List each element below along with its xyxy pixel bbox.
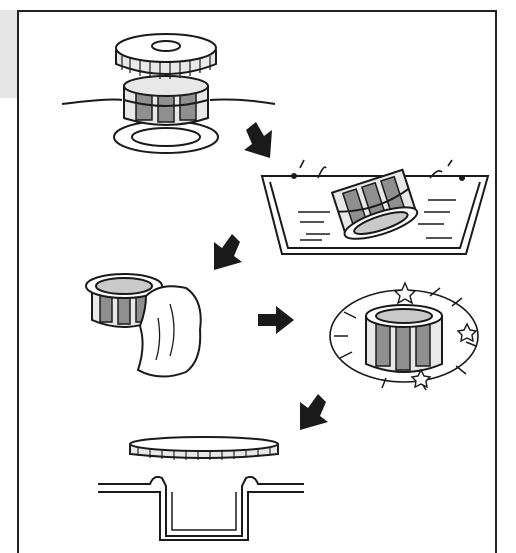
page-frame-border	[17, 10, 497, 553]
filter-cloth-icon	[85, 273, 202, 378]
filter-reinstall-cross-section-icon	[98, 436, 304, 541]
page-side-tab	[0, 10, 18, 98]
arrow-down-left-icon	[300, 394, 328, 430]
arrow-down-right-icon	[244, 122, 272, 158]
filter-in-water-basin-icon	[260, 159, 490, 255]
filter-with-cap-icon	[61, 33, 276, 154]
arrow-down-left-icon	[214, 234, 242, 270]
arrow-right-icon	[258, 306, 294, 334]
clean-filter-sparkle-icon	[329, 281, 479, 391]
